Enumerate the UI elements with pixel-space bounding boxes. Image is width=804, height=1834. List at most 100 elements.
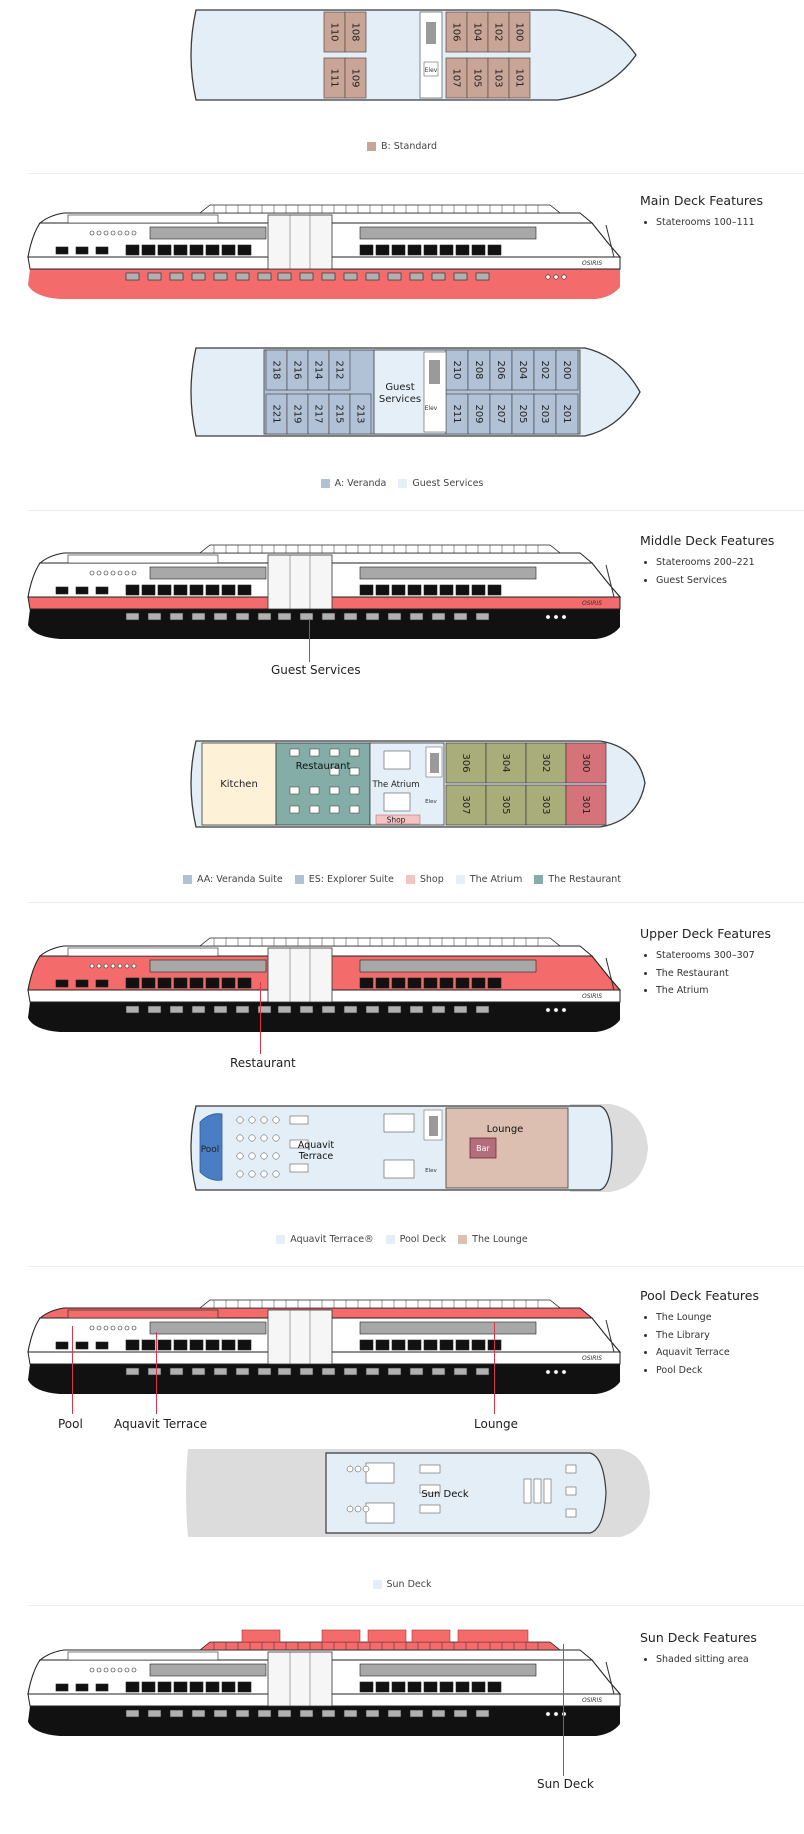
sun-deck-rail [198,204,562,214]
suite[interactable] [525,742,567,784]
stateroom[interactable] [344,57,367,99]
window [125,1709,140,1718]
window [141,1339,156,1351]
table [329,786,340,795]
window [55,586,69,595]
window [55,979,69,988]
porthole [110,230,116,236]
window [173,1681,188,1693]
window [299,1005,314,1014]
table [329,748,340,757]
window [475,1709,490,1718]
feature-item: Guest Services [656,572,800,590]
porthole [124,570,130,576]
sun-features-list: Shaded sitting area [640,1651,800,1669]
suite[interactable] [565,742,607,784]
stateroom[interactable] [508,57,531,99]
sun-features: Sun Deck Features Shaded sitting area [640,1630,800,1669]
stateroom[interactable] [555,349,579,391]
window [221,977,236,989]
window [141,977,156,989]
window [213,612,228,621]
window [375,1339,390,1351]
suite[interactable] [445,784,487,826]
window [277,612,292,621]
sun-deck-plan: Sun Deck [186,1449,650,1537]
porthole [110,1325,116,1331]
window [169,612,184,621]
window [375,584,390,596]
porthole [103,570,109,576]
porthole [89,1325,95,1331]
window [125,612,140,621]
suite[interactable] [565,784,607,826]
stateroom[interactable] [555,393,579,435]
upper-deck-plan: Kitchen Restaurant The Atrium Shop Elev … [190,740,646,828]
window [475,1005,490,1014]
middle-deck-profile-section: OSIRIS Middle Deck Features Staterooms 2… [0,525,804,685]
porthole [131,963,137,969]
porthole [89,570,95,576]
window [205,244,220,256]
stateroom[interactable] [508,11,531,53]
porthole [89,1667,95,1673]
window [147,1709,162,1718]
legend-item: Sun Deck [372,1579,431,1590]
suite[interactable] [485,784,527,826]
legend-label: AA: Veranda Suite [196,874,283,885]
window [67,1651,219,1661]
legend-item: ES: Explorer Suite [294,874,394,885]
window [257,1709,272,1718]
window [375,977,390,989]
legend-item: Guest Services [398,478,483,489]
pool-features: Pool Deck Features The LoungeThe Library… [640,1288,800,1379]
window [409,1005,424,1014]
main-features-list: Staterooms 100–111 [640,214,800,232]
mast [605,564,615,598]
window [95,246,109,255]
chair [236,1152,244,1160]
room-number: 202 [539,360,550,379]
chair [346,1505,354,1513]
window [173,244,188,256]
window [359,1681,374,1693]
porthole [131,230,137,236]
room-number: 100 [514,22,525,41]
room-number: 304 [500,753,511,772]
window [157,977,172,989]
window [141,244,156,256]
porthole [117,570,123,576]
sun-features-title: Sun Deck Features [640,1630,757,1645]
window [95,979,109,988]
legend-item: Shop [405,874,444,885]
suite[interactable] [445,742,487,784]
porthole [545,274,551,280]
room-number: 305 [500,795,511,814]
room-number: 221 [271,404,282,423]
legend-item: The Lounge [458,1234,528,1245]
upper-legend: AA: Veranda Suite ES: Explorer Suite Shop T… [0,874,804,887]
legend-item: The Atrium [455,874,523,885]
window [213,272,228,281]
restaurant-label: Restaurant [296,761,351,772]
window [149,226,267,240]
window [189,1681,204,1693]
window [407,244,422,256]
porthole [545,1369,551,1375]
stateroom[interactable] [344,11,367,53]
stateroom[interactable] [349,393,372,435]
legend-label: B: Standard [381,141,437,152]
legend-item: Aquavit Terrace® [276,1234,374,1245]
stateroom[interactable] [328,349,351,391]
window [189,1339,204,1351]
suite[interactable] [485,742,527,784]
atrium-glass [267,554,333,610]
window [125,1367,140,1376]
divider [28,902,804,903]
window [157,1339,172,1351]
mast [605,1319,615,1353]
porthole [117,1325,123,1331]
window [75,246,89,255]
legend-label: The Atrium [469,874,523,885]
